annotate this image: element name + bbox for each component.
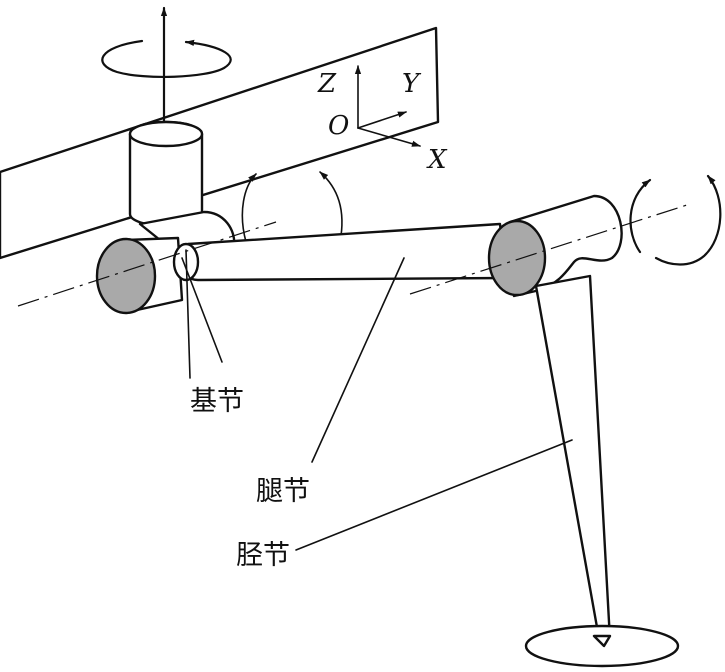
coordinate-frame: Z Y X O [317,65,448,175]
thigh-joint-label: 腿节 [256,476,310,507]
origin-label: O [328,111,349,141]
ground-contact [524,624,680,668]
vertical-yaw-axis [101,6,232,126]
swing-arrow-right [319,171,343,243]
yaw-rotation-arrow [101,39,232,78]
knee-rotation-arrow-right [654,174,722,266]
x-axis-label: X [426,145,448,175]
swing-arrow-left [241,173,257,243]
yaw-cylinder [128,120,204,228]
y-axis-arrow [357,111,407,129]
foot-tip [592,634,612,648]
knee-rotation-arrow-left [629,178,652,254]
y-axis-label: Y [402,69,422,99]
shank-link [534,274,612,646]
base-joint-leader-2 [181,257,223,363]
shank-leader [295,439,573,551]
thigh-leader [311,257,405,463]
knee-axis-centerline [409,203,691,295]
body-frame [0,26,440,260]
shank-joint-label: 胫节 [236,540,290,571]
base-joint-label: 基节 [190,386,244,417]
knee-section [487,219,547,297]
x-axis-arrow [357,127,421,147]
z-axis-label: Z [317,69,337,99]
base-axis-centerline [17,221,277,307]
